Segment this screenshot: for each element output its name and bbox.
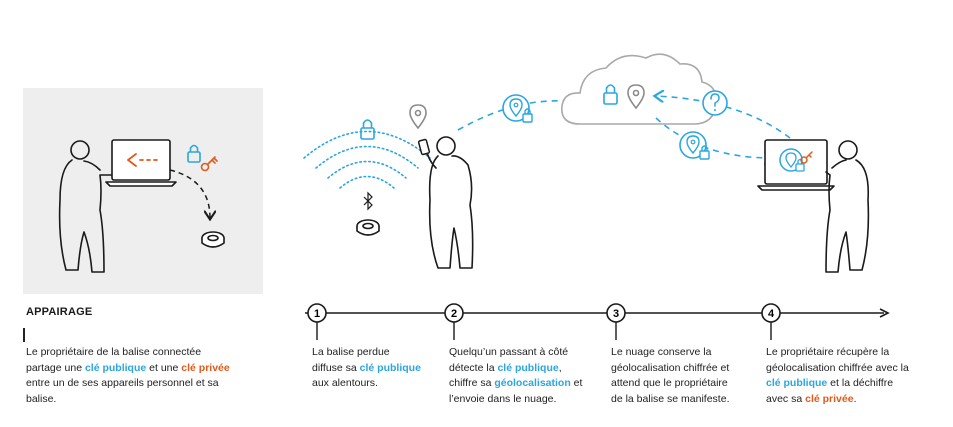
key-icon — [800, 151, 813, 164]
text-line: diffuse sa clé publique — [312, 361, 447, 377]
text-span: . — [853, 392, 857, 405]
pairing-panel — [23, 88, 263, 294]
key-icon — [200, 156, 218, 172]
cloud-icon — [561, 53, 718, 125]
encrypted-location-icon — [779, 148, 805, 172]
text-span: et une — [146, 361, 182, 374]
text-line: détecte la clé publique, — [449, 361, 609, 377]
text-line: chiffre sa géolocalisation et — [449, 376, 609, 392]
pairing-description: Le propriétaire de la balise connectée p… — [26, 345, 266, 407]
svg-text:4: 4 — [768, 308, 775, 320]
text-span: avec sa — [766, 392, 806, 405]
private-key-label: clé privée — [181, 361, 230, 374]
text-line: attend que le propriétaire — [611, 377, 728, 389]
arrow-left-icon — [127, 153, 158, 167]
text-line: avec sa clé privée. — [766, 392, 946, 408]
private-key-label: clé privée — [805, 392, 854, 405]
lock-icon — [187, 144, 201, 163]
text-line: La balise perdue — [312, 346, 390, 358]
public-key-label: clé publique — [84, 361, 147, 374]
bluetooth-icon — [363, 191, 373, 211]
location-pin-icon — [627, 84, 645, 110]
text-span: chiffre sa — [449, 377, 495, 389]
step-2-text: Quelqu’un passant à côté détecte la clé … — [449, 345, 609, 407]
step-marker-2: 2 — [444, 303, 464, 323]
step-4-text: Le propriétaire récupère la géolocalisat… — [766, 345, 946, 407]
location-pin-icon — [409, 104, 427, 130]
text-line: géolocalisation chiffrée avec la — [766, 361, 909, 374]
svg-text:2: 2 — [451, 308, 457, 320]
encrypted-location-icon — [679, 131, 710, 160]
text-line: aux alentours. — [312, 377, 378, 389]
laptop-icon — [105, 139, 177, 187]
broadcast-waves — [303, 130, 431, 189]
text-line: balise. — [26, 392, 57, 405]
person-icon — [58, 140, 113, 273]
step-marker-3: 3 — [606, 303, 626, 323]
text-line: partage une clé publique et une clé priv… — [26, 361, 266, 377]
lock-icon — [360, 119, 375, 140]
person-icon — [825, 140, 870, 273]
tag-beacon-icon — [201, 231, 225, 248]
svg-text:3: 3 — [613, 308, 619, 320]
public-key-label: clé publique — [497, 361, 559, 374]
text-span: et — [570, 377, 583, 389]
person-icon — [425, 136, 474, 269]
public-key-label: clé publique — [359, 361, 421, 374]
text-line: Le propriétaire récupère la — [766, 346, 890, 358]
text-line: Quelqu’un passant à côté — [449, 346, 569, 358]
text-line: Le propriétaire de la balise connectée — [26, 346, 202, 358]
encrypted-location-icon — [502, 94, 533, 123]
text-line: entre un de ses appareils personnel et s… — [26, 377, 219, 389]
request-arrow — [656, 96, 791, 139]
text-line: Le nuage conserve la — [611, 346, 712, 358]
public-key-label: clé publique — [766, 377, 828, 389]
pairing-tick — [23, 328, 25, 342]
text-span: détecte la — [449, 361, 498, 374]
lock-icon — [603, 84, 618, 105]
geolocation-label: géolocalisation — [494, 377, 571, 389]
text-span: et la déchiffre — [827, 377, 894, 389]
phone-icon — [417, 138, 431, 156]
pairing-title: APPAIRAGE — [26, 306, 93, 318]
step-marker-1: 1 — [307, 303, 327, 323]
text-line: clé publique et la déchiffre — [766, 376, 946, 392]
tag-beacon-icon — [356, 219, 380, 236]
text-span: diffuse sa — [312, 361, 360, 374]
text-span: , — [558, 361, 562, 374]
svg-text:1: 1 — [314, 308, 320, 320]
step-3-text: Le nuage conserve la géolocalisation chi… — [611, 345, 766, 407]
text-line: géolocalisation chiffrée et — [611, 361, 730, 374]
text-line: de la balise se manifeste. — [611, 392, 730, 405]
timeline-arrowhead — [879, 308, 890, 318]
text-span: partage une — [26, 361, 85, 374]
question-icon — [702, 90, 728, 116]
step-marker-4: 4 — [761, 303, 781, 323]
text-line: l’envoie dans le nuage. — [449, 392, 557, 405]
step-1-text: La balise perdue diffuse sa clé publique… — [312, 345, 447, 392]
